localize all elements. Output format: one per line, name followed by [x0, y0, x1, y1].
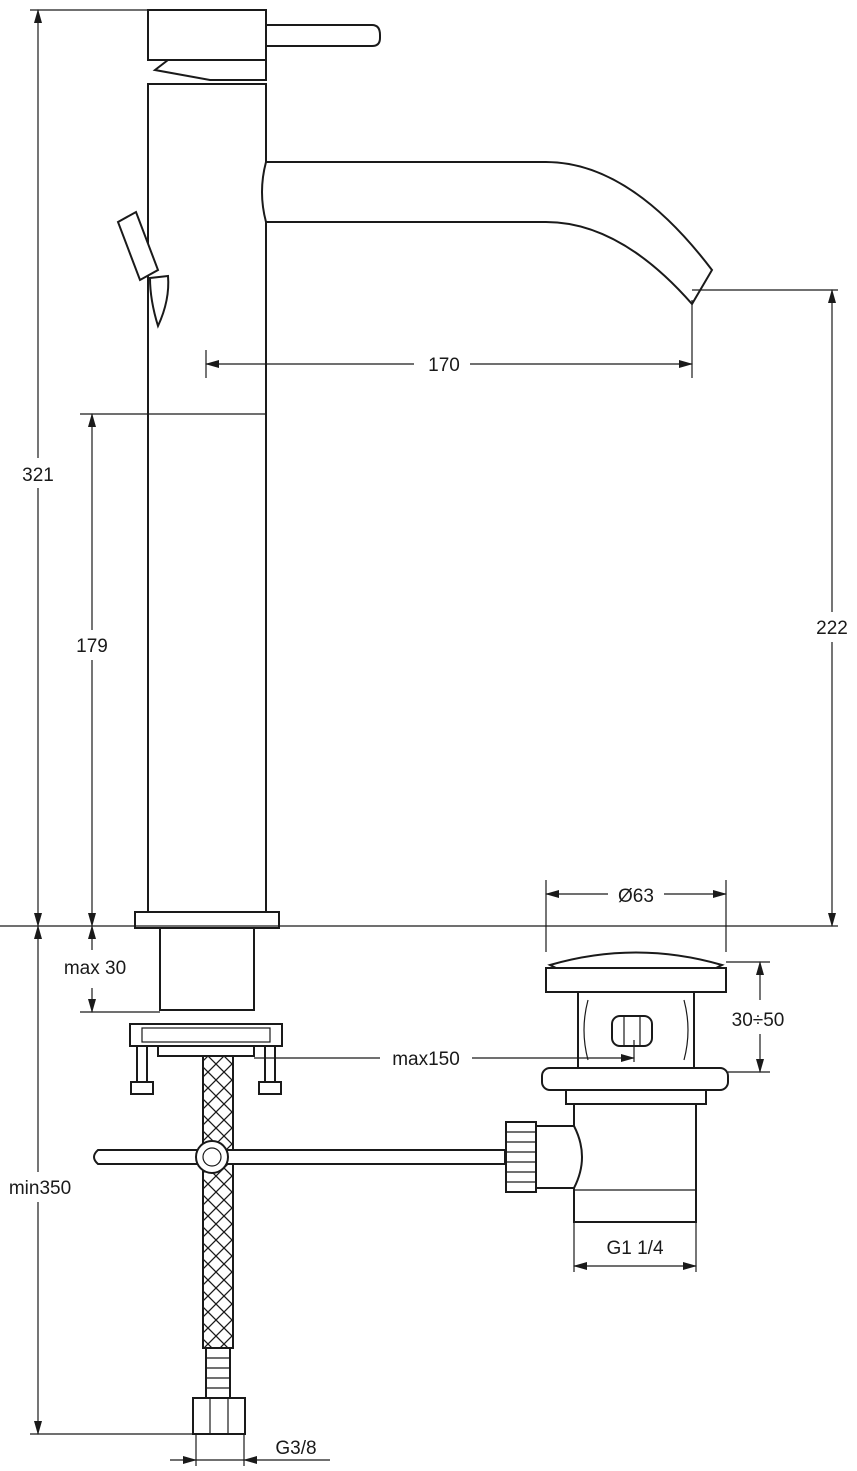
flex-hose: [192, 1055, 246, 1435]
popup-linkage: [93, 1140, 506, 1174]
dim-label-179: 179: [76, 636, 108, 657]
dim-label-max30: max 30: [64, 958, 126, 979]
dim-total-height: 321: [18, 9, 58, 927]
dim-label-321: 321: [22, 465, 54, 486]
dim-label-g3-8: G3/8: [275, 1438, 316, 1459]
dim-waste-adjust: 30÷50: [732, 961, 785, 1073]
dim-spout-height: 222: [808, 289, 856, 927]
waste-assembly: [505, 951, 729, 1223]
faucet-body: [116, 9, 714, 1095]
dim-flex-hose: max150: [254, 1044, 635, 1072]
dim-supply-thread: G3/8: [170, 1438, 330, 1464]
dim-label-30-50: 30÷50: [732, 1010, 785, 1031]
dim-waste-thread: G1 1/4: [573, 1238, 697, 1270]
dim-waste-diameter: Ø63: [545, 880, 727, 908]
dim-label-170: 170: [428, 355, 460, 376]
dim-label-g1-1-4: G1 1/4: [606, 1238, 663, 1259]
dim-deck-thickness: max 30: [64, 925, 126, 1013]
dim-supply-length: min350: [4, 925, 74, 1435]
dim-spout-projection: 170: [205, 350, 693, 378]
dim-label-max150: max150: [392, 1049, 460, 1070]
dim-label-d63: Ø63: [618, 886, 654, 907]
dim-lever-height: 179: [70, 413, 114, 927]
dim-label-min350: min350: [9, 1178, 71, 1199]
dim-label-222: 222: [816, 618, 848, 639]
